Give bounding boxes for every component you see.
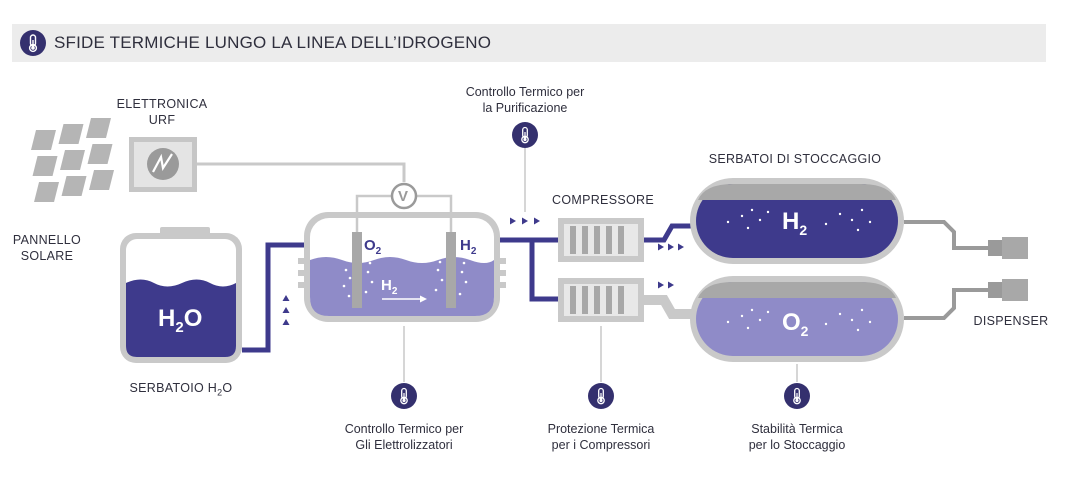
tank-o2-label: O2 [782, 309, 809, 339]
compressor-protection-label: Protezione Termica per i Compressori [547, 422, 655, 452]
water-pipe [242, 242, 304, 353]
electrolyzer-o2-label: O2 [364, 237, 382, 257]
dispenser-pipe-h2 [904, 220, 990, 250]
thermometer-icon [587, 382, 615, 410]
page-title: SFIDE TERMICHE LUNGO LA LINEA DELL’IDROG… [54, 33, 492, 52]
water-tank-label: SERBATOIO H2O [129, 381, 233, 398]
dispenser-nozzle-o2 [988, 279, 1028, 301]
thermometer-icon [390, 382, 418, 410]
h2-storage-pipe [644, 223, 696, 243]
dispenser-label: DISPENSER [973, 314, 1049, 328]
electrolyzer-control-label: Controllo Termico per Gli Elettrolizzato… [344, 422, 464, 452]
electronics-label: ELETTRONICA URF [116, 97, 208, 127]
storage-stability-label: Stabilità Termica per lo Stoccaggio [748, 422, 846, 452]
purification-label: Controllo Termico per la Purificazione [465, 85, 585, 115]
flow-arrows-h2 [658, 243, 684, 251]
electrolyzer [298, 194, 506, 322]
dispenser-pipe-o2 [904, 288, 990, 320]
header-bar: SFIDE TERMICHE LUNGO LA LINEA DELL’IDROG… [12, 24, 1046, 62]
thermometer-icon [20, 30, 46, 56]
storage-tank-o2 [690, 276, 904, 362]
flow-h2-label: H2 [381, 277, 398, 297]
water-formula: H2O [158, 305, 202, 336]
solar-panel [31, 118, 115, 202]
o2-pipe [518, 237, 562, 302]
thermometer-icon [783, 382, 811, 410]
tank-h2-label: H2 [782, 208, 807, 238]
electronics-box [129, 137, 197, 192]
o2-storage-pipe [644, 295, 696, 319]
power-wire [196, 162, 406, 182]
voltmeter-label: V [398, 188, 408, 205]
dispenser-nozzle-h2 [988, 237, 1028, 259]
compressor-h2 [558, 218, 644, 262]
electrolyzer-h2-label: H2 [460, 237, 477, 257]
flow-arrows-up [282, 295, 290, 325]
voltmeter [390, 182, 418, 210]
compressor-label: COMPRESSORE [552, 193, 654, 207]
flow-arrows-purification [510, 217, 540, 225]
thermometer-icon [511, 121, 539, 149]
storage-tank-h2 [690, 178, 904, 264]
flow-arrows-o2 [658, 281, 674, 289]
storage-tanks-label: SERBATOI DI STOCCAGGIO [708, 152, 882, 166]
compressor-o2 [558, 278, 644, 322]
solar-panel-label: PANNELLO SOLARE [12, 233, 82, 263]
water-tank [120, 227, 242, 363]
